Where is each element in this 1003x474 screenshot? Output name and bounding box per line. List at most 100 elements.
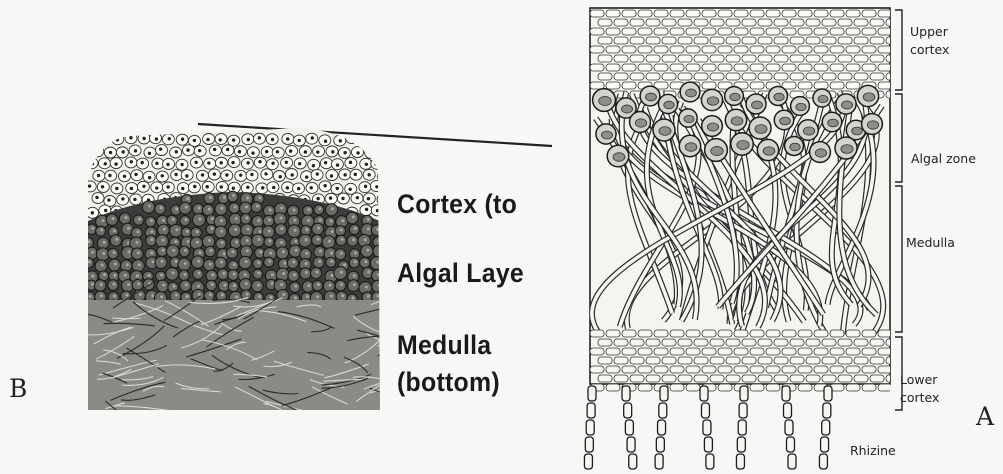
lower-cortex-cell (758, 339, 772, 346)
algal-cell-highlight (343, 263, 346, 266)
cortex-cell-nucleus (91, 162, 94, 165)
cortex-cell-nucleus (207, 161, 210, 164)
lower-cortex-cell (646, 339, 660, 346)
upper-cortex-cell (718, 64, 732, 71)
algal-cell-highlight (102, 219, 105, 222)
lower-cortex-cell (862, 366, 876, 373)
cortex-cell (377, 194, 389, 205)
lower-cortex-cell (622, 330, 636, 337)
upper-cortex-cell (654, 10, 668, 17)
upper-cortex-cell (726, 19, 740, 26)
algal-cell-highlight (354, 251, 357, 254)
upper-cortex-cell (838, 37, 852, 44)
algal-cell-highlight (235, 217, 238, 220)
algal-cell-highlight (353, 274, 356, 277)
lower-cortex-cell (798, 330, 812, 337)
algal-cell-highlight (220, 219, 223, 222)
algal-cell-highlight (317, 227, 320, 230)
algal-cell-highlight (162, 284, 165, 287)
lower-cortex-cell (718, 384, 732, 391)
lower-cortex-cell (662, 339, 676, 346)
algal-cell-highlight (209, 263, 212, 266)
cortex-cell-nucleus (201, 173, 204, 176)
algal-cell-highlight (223, 196, 226, 199)
algal-cell-highlight (186, 230, 189, 233)
cortex-cell-nucleus (330, 174, 333, 177)
upper-cortex-cell (622, 82, 636, 89)
upper-cortex-cell (614, 73, 628, 80)
lower-cortex-cell (734, 366, 748, 373)
upper-cortex-cell (638, 64, 652, 71)
upper-cortex-cell (702, 10, 716, 17)
algal-cell-highlight (306, 295, 309, 298)
algal-cell-highlight (91, 283, 94, 286)
lower-cortex-cell (774, 339, 788, 346)
algal-cell-highlight (317, 238, 320, 241)
upper-cortex-cell (886, 37, 900, 44)
algal-chloroplast (686, 89, 697, 97)
label-upper-cortex-line2: cortex (910, 42, 949, 58)
upper-cortex-cell (774, 73, 788, 80)
lower-cortex-cell (606, 330, 620, 337)
cortex-cell-nucleus (175, 150, 178, 153)
algal-cell-highlight (234, 228, 237, 231)
algal-cell-highlight (209, 293, 212, 296)
upper-cortex-cell (878, 46, 892, 53)
upper-cortex-cell (630, 19, 644, 26)
cortex-cell-nucleus (380, 198, 383, 201)
lower-cortex-cell (638, 366, 652, 373)
lower-cortex-cell (718, 366, 732, 373)
rhizine-segment (587, 403, 595, 418)
lower-cortex-cell (862, 348, 876, 355)
lower-cortex-cell (830, 330, 844, 337)
algal-cell-highlight (340, 228, 343, 231)
algal-cell-highlight (198, 217, 201, 220)
cortex-cell-nucleus (231, 161, 234, 164)
upper-cortex-cell (838, 55, 852, 62)
algal-chloroplast (646, 93, 657, 101)
label-medulla-b: Medulla (397, 330, 491, 361)
rhizine-segment (586, 420, 594, 435)
upper-cortex-cell (814, 10, 828, 17)
lower-cortex-cell (846, 384, 860, 391)
algal-cell-highlight (208, 208, 211, 211)
algal-cell-highlight (316, 271, 319, 274)
lower-cortex-cell (598, 339, 612, 346)
upper-cortex-cell (878, 82, 892, 89)
upper-cortex-cell (742, 19, 756, 26)
cortex-cell-nucleus (349, 161, 352, 164)
algal-cell-highlight (282, 250, 285, 253)
algal-cell-highlight (222, 272, 225, 275)
upper-cortex-cell (766, 10, 780, 17)
label-rhizine: Rhizine (850, 443, 896, 459)
upper-cortex-cell (646, 19, 660, 26)
upper-cortex-cell (734, 64, 748, 71)
lower-cortex-cell (846, 348, 860, 355)
upper-cortex-cell (830, 28, 844, 35)
algal-cell-highlight (175, 294, 178, 297)
upper-cortex-cell (854, 37, 868, 44)
upper-cortex-cell (694, 55, 708, 62)
cortex-cell-nucleus (88, 184, 91, 187)
upper-cortex-cell (630, 73, 644, 80)
upper-cortex-cell (750, 46, 764, 53)
algal-cell-highlight (269, 252, 272, 255)
lower-cortex-cell (886, 375, 900, 382)
cortex-cell-nucleus (298, 162, 301, 165)
upper-cortex-cell (702, 28, 716, 35)
algal-cell-highlight (160, 274, 163, 277)
lower-cortex-cell (806, 357, 820, 364)
rhizine-segment (706, 454, 714, 469)
algal-cell-highlight (151, 294, 154, 297)
algal-cell-highlight (186, 197, 189, 200)
cortex-cell-nucleus (336, 163, 339, 166)
algal-cell-highlight (364, 260, 367, 263)
rhizine-segment (823, 403, 831, 418)
upper-cortex-cell (702, 46, 716, 53)
lower-cortex-cell (854, 339, 868, 346)
upper-cortex-cell (654, 28, 668, 35)
cortex-cell-nucleus (331, 150, 334, 153)
algal-chloroplast (863, 93, 875, 101)
algal-cell-highlight (246, 228, 249, 231)
upper-cortex-cell (638, 10, 652, 17)
